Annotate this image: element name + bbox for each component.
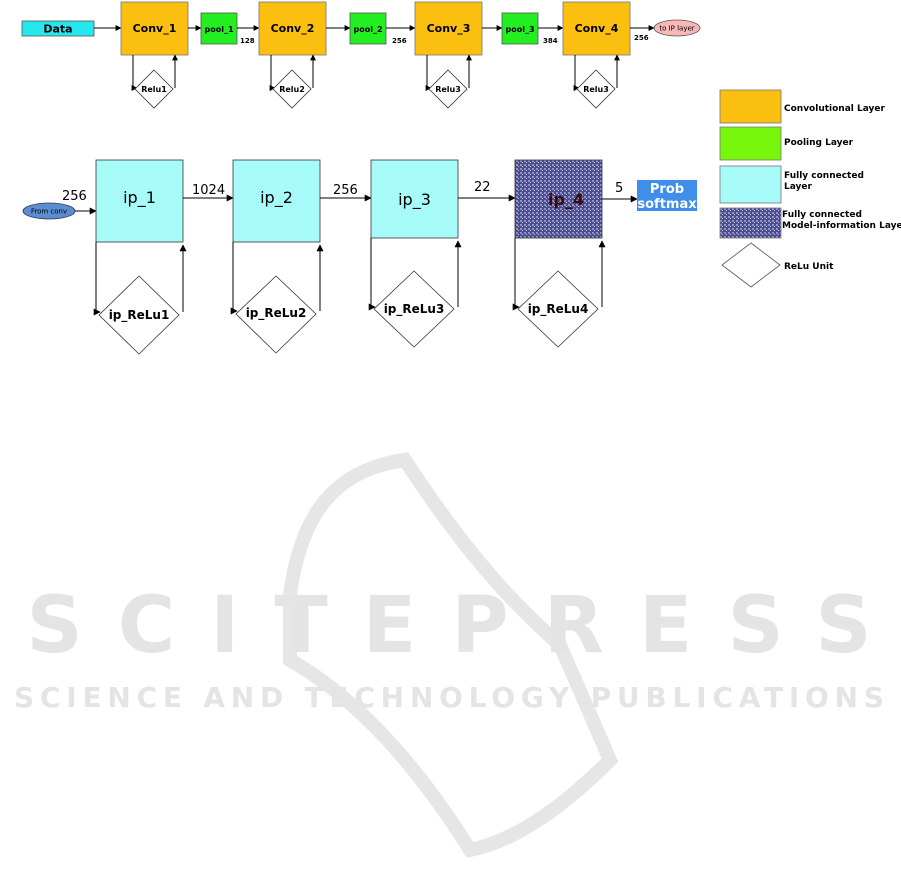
legend-fc-label-2: Layer xyxy=(784,182,813,192)
relu2-diamond xyxy=(272,69,312,109)
conv4-label: Conv_4 xyxy=(575,22,619,35)
pool3-box xyxy=(501,12,539,45)
dim-128: 128 xyxy=(240,37,255,45)
to-ip-layer-ellipse xyxy=(653,19,701,37)
legend-conv-swatch xyxy=(719,89,782,124)
ip3-label: ip_3 xyxy=(398,190,431,210)
watermark: SCITEPRESS SCIENCE AND TECHNOLOGY PUBLIC… xyxy=(14,452,884,858)
conv3-box xyxy=(414,1,483,56)
ip-relu2-loop: ip_ReLu2 xyxy=(230,242,324,354)
conv3-label: Conv_3 xyxy=(427,22,471,35)
data-input-label: Data xyxy=(43,23,72,36)
relu1-diamond xyxy=(134,69,174,109)
legend-relu-swatch xyxy=(721,242,781,288)
legend-model-label-2: Model-information Layer xyxy=(782,221,901,231)
relu2-loop: Relu2 xyxy=(269,54,316,109)
ip1-box xyxy=(95,159,184,243)
ip-relu3-label: ip_ReLu3 xyxy=(384,302,445,317)
relu3-diamond xyxy=(428,69,468,109)
ip4-label: ip_4 xyxy=(548,190,584,209)
legend-model-label-1: Fully connected xyxy=(782,210,862,220)
watermark-sub-text: SCIENCE AND TECHNOLOGY PUBLICATIONS xyxy=(14,681,884,714)
legend: Convolutional Layer Pooling Layer Fully … xyxy=(719,89,901,288)
pool1-label: pool_1 xyxy=(204,25,233,34)
ip-relu2-diamond xyxy=(235,275,317,354)
legend-fc-swatch xyxy=(719,165,782,204)
pool2-label: pool_2 xyxy=(353,25,382,34)
relu4-diamond xyxy=(576,69,616,109)
relu1-loop: Relu1 xyxy=(131,54,178,109)
relu3-label: Relu3 xyxy=(435,85,461,94)
from-conv-label: From conv xyxy=(31,208,67,216)
ip2-box xyxy=(232,159,321,243)
fc-pipeline: From conv 256 ip_1 1024 ip_2 256 ip_3 22… xyxy=(22,159,697,355)
dim-256-b: 256 xyxy=(634,34,649,42)
legend-pool-label: Pooling Layer xyxy=(784,138,854,148)
dim-256-in: 256 xyxy=(62,189,87,204)
ip-relu4-diamond xyxy=(517,270,599,348)
ip-relu1-loop: ip_ReLu1 xyxy=(93,242,187,355)
conv2-label: Conv_2 xyxy=(271,22,315,35)
dim-22: 22 xyxy=(474,180,491,195)
dim-1024: 1024 xyxy=(192,183,225,198)
ip-relu4-label: ip_ReLu4 xyxy=(528,302,589,317)
relu4-label: Relu3 xyxy=(583,85,609,94)
ip-relu3-loop: ip_ReLu3 xyxy=(368,238,462,348)
dim-5: 5 xyxy=(615,181,623,196)
relu1-label: Relu1 xyxy=(141,85,167,94)
legend-fc-label-1: Fully connected xyxy=(784,171,864,181)
conv1-label: Conv_1 xyxy=(133,22,177,35)
ip1-label: ip_1 xyxy=(123,188,156,208)
ip2-label: ip_2 xyxy=(260,188,293,208)
ip-relu4-loop: ip_ReLu4 xyxy=(512,238,606,348)
ip-relu3-diamond xyxy=(373,270,455,348)
ip-relu2-label: ip_ReLu2 xyxy=(246,306,307,321)
watermark-main-text: SCITEPRESS xyxy=(27,581,872,671)
to-ip-layer-label: to IP layer xyxy=(659,25,694,33)
dim-256-mid: 256 xyxy=(333,183,358,198)
pool3-label: pool_3 xyxy=(505,25,534,34)
relu4-loop: Relu3 xyxy=(573,54,620,109)
dim-384: 384 xyxy=(543,37,558,45)
ip4-box xyxy=(514,159,603,239)
conv2-box xyxy=(258,1,327,56)
relu2-label: Relu2 xyxy=(279,85,305,94)
conv-pipeline: Data Conv_1 pool_1 128 Conv_2 pool_2 256… xyxy=(21,1,701,109)
dim-256-a: 256 xyxy=(392,37,407,45)
ip-relu1-label: ip_ReLu1 xyxy=(109,308,170,323)
softmax-label: softmax xyxy=(637,197,697,212)
ip3-box xyxy=(370,159,459,239)
ip-relu1-diamond xyxy=(98,275,180,355)
legend-conv-label: Convolutional Layer xyxy=(784,104,886,114)
prob-softmax-box xyxy=(637,180,697,211)
prob-label: Prob xyxy=(650,182,684,197)
conv1-box xyxy=(120,1,189,56)
relu3-loop: Relu3 xyxy=(425,54,472,109)
legend-pool-swatch xyxy=(719,126,782,161)
legend-model-swatch xyxy=(719,207,782,239)
conv4-box xyxy=(562,1,631,56)
legend-relu-label: ReLu Unit xyxy=(784,262,834,272)
watermark-book-shape xyxy=(283,452,619,858)
